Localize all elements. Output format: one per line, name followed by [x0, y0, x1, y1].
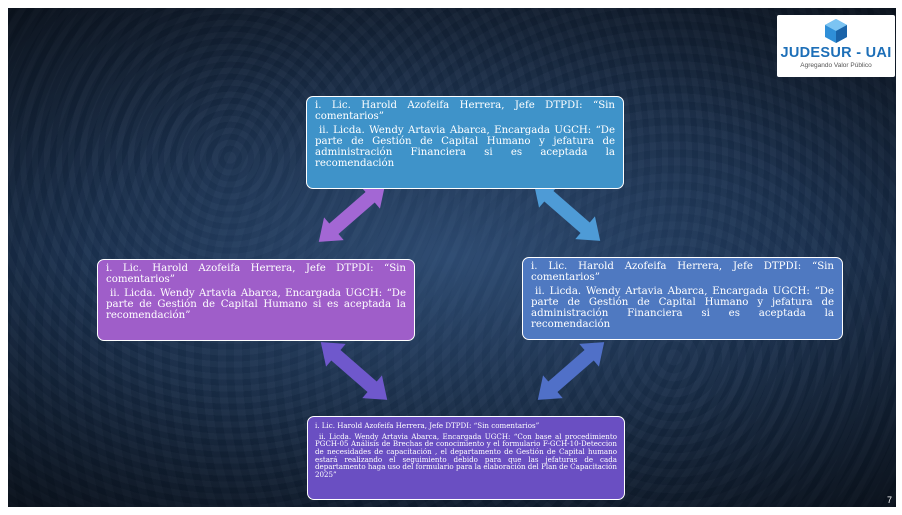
box-right: i. Lic. Harold Azofeifa Herrera, Jefe DT… [522, 257, 843, 340]
box-top: i. Lic. Harold Azofeifa Herrera, Jefe DT… [306, 96, 624, 189]
logo-hexagon-icon [825, 19, 847, 43]
box-right-item-1: i. Lic. Harold Azofeifa Herrera, Jefe DT… [531, 261, 834, 283]
box-left-item-1: i. Lic. Harold Azofeifa Herrera, Jefe DT… [106, 263, 406, 285]
page-number: 7 [887, 495, 893, 505]
box-bottom-item-2: ii. Licda. Wendy Artavia Abarca, Encarga… [315, 431, 617, 479]
cycle-arrows [318, 183, 605, 400]
box-bottom: i. Lic. Harold Azofeifa Herrera, Jefe DT… [307, 416, 625, 500]
arrow-bottom-right [537, 342, 605, 400]
box-bottom-item-1: i. Lic. Harold Azofeifa Herrera, Jefe DT… [315, 421, 540, 430]
box-top-item-2: ii. Licda. Wendy Artavia Abarca, Encarga… [315, 125, 615, 169]
arrow-top-left [318, 184, 386, 242]
arrow-bottom-left [320, 342, 388, 400]
box-left: i. Lic. Harold Azofeifa Herrera, Jefe DT… [97, 259, 415, 341]
box-top-item-1: i. Lic. Harold Azofeifa Herrera, Jefe DT… [315, 100, 615, 122]
box-right-item-2: ii. Licda. Wendy Artavia Abarca, Encarga… [531, 286, 834, 330]
arrow-top-right [533, 183, 601, 241]
judesur-logo: JUDESUR - UAI Agregando Valor Público [777, 15, 895, 77]
logo-tagline: Agregando Valor Público [800, 62, 872, 69]
box-left-item-2: ii. Licda. Wendy Artavia Abarca, Encarga… [106, 288, 406, 321]
slide: i. Lic. Harold Azofeifa Herrera, Jefe DT… [8, 8, 896, 507]
logo-name: JUDESUR - UAI [780, 45, 892, 61]
